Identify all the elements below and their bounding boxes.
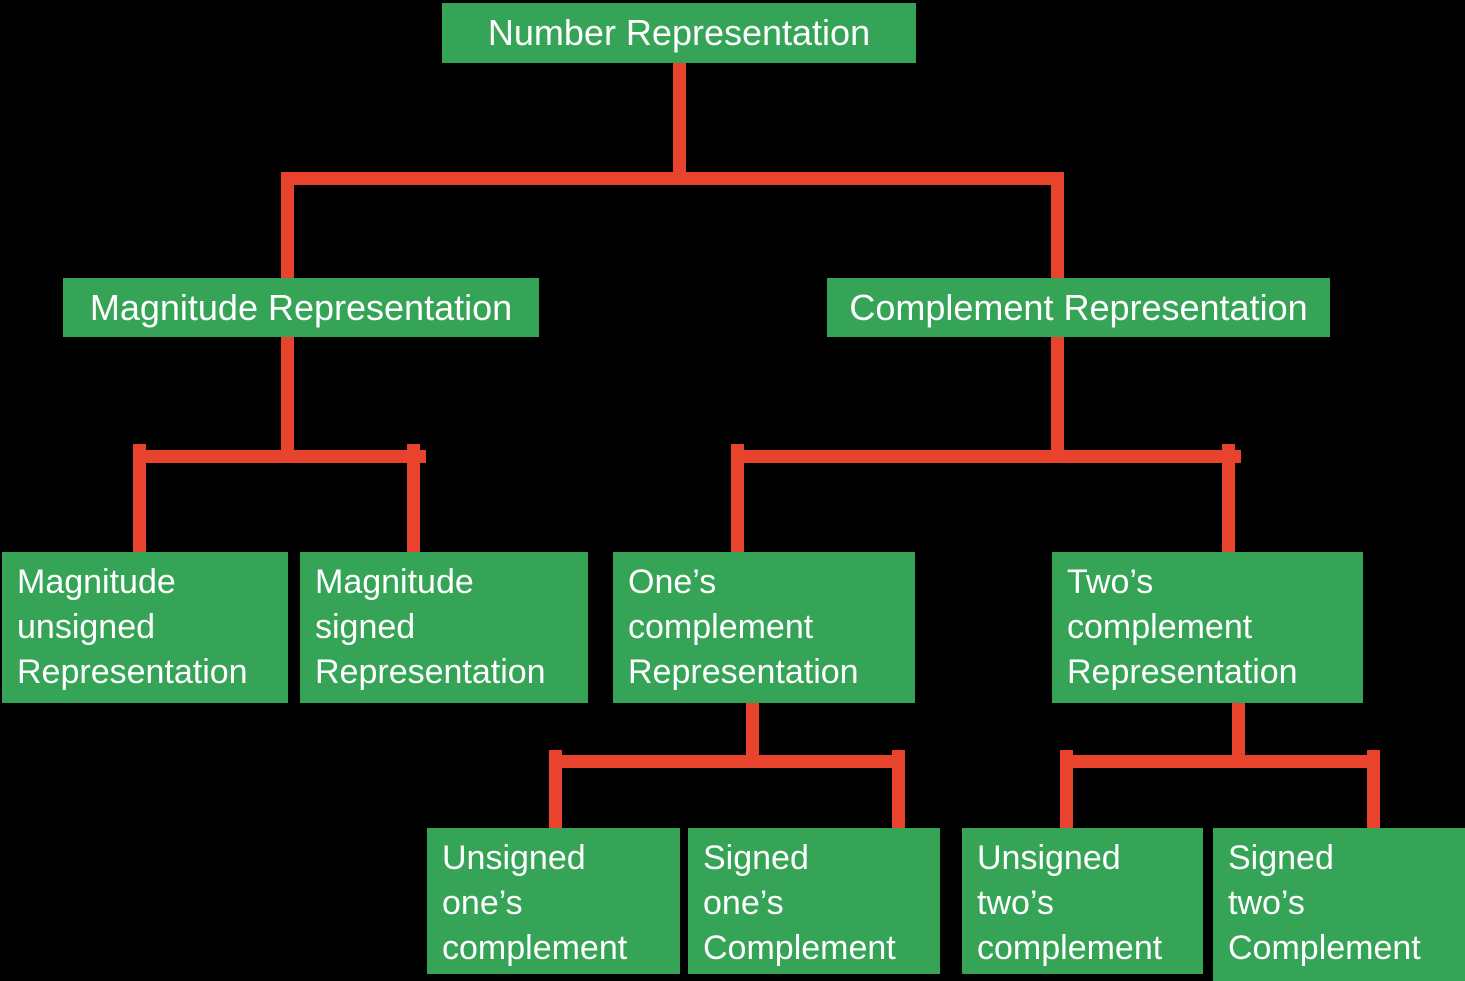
edge-ones-crossbar <box>549 755 905 768</box>
edge-to-ones-complement <box>731 444 744 552</box>
node-twos-complement: Two’s complement Representation <box>1052 552 1363 703</box>
node-magnitude-signed-label: Magnitude signed Representation <box>315 563 546 691</box>
node-signed-ones-complement-label: Signed one’s Complement <box>703 839 896 967</box>
edge-magnitude-crossbar <box>133 450 426 463</box>
node-magnitude-signed: Magnitude signed Representation <box>300 552 588 703</box>
node-ones-complement: One’s complement Representation <box>613 552 915 703</box>
node-number-representation-label: Number Representation <box>487 12 871 53</box>
node-magnitude-unsigned-label: Magnitude unsigned Representation <box>17 563 248 691</box>
edge-twos-stem <box>1232 703 1245 768</box>
edge-root-stem <box>673 63 686 185</box>
edge-root-to-magnitude <box>281 172 294 278</box>
node-signed-twos-complement-label: Signed two’s Complement <box>1228 839 1421 967</box>
edge-to-unsigned-ones <box>549 750 562 828</box>
edge-to-magnitude-signed <box>407 444 420 552</box>
edge-complement-crossbar <box>731 450 1241 463</box>
node-number-representation: Number Representation <box>442 3 916 63</box>
edge-ones-stem <box>746 703 759 768</box>
edge-to-twos-complement <box>1222 444 1235 552</box>
edge-root-crossbar <box>281 172 1064 185</box>
edge-to-signed-twos <box>1367 750 1380 828</box>
edge-to-magnitude-unsigned <box>133 444 146 552</box>
node-unsigned-ones-complement: Unsigned one’s complement <box>427 828 680 974</box>
node-magnitude-unsigned: Magnitude unsigned Representation <box>2 552 288 703</box>
node-magnitude-representation: Magnitude Representation <box>63 278 539 337</box>
edge-complement-stem <box>1051 337 1064 463</box>
node-complement-representation-label: Complement Representation <box>849 286 1308 328</box>
edge-twos-crossbar <box>1060 755 1380 768</box>
node-unsigned-twos-complement: Unsigned two’s complement <box>962 828 1203 974</box>
node-unsigned-ones-complement-label: Unsigned one’s complement <box>442 839 628 967</box>
node-twos-complement-label: Two’s complement Representation <box>1067 563 1298 691</box>
node-signed-ones-complement: Signed one’s Complement <box>688 828 940 974</box>
node-ones-complement-label: One’s complement Representation <box>628 563 859 691</box>
edge-to-unsigned-twos <box>1060 750 1073 828</box>
edge-root-to-complement <box>1051 172 1064 278</box>
edge-to-signed-ones <box>892 750 905 828</box>
node-complement-representation: Complement Representation <box>827 278 1330 337</box>
node-magnitude-representation-label: Magnitude Representation <box>89 286 513 328</box>
edge-magnitude-stem <box>281 337 294 463</box>
node-unsigned-twos-complement-label: Unsigned two’s complement <box>977 839 1163 967</box>
node-signed-twos-complement: Signed two’s Complement <box>1213 828 1465 981</box>
